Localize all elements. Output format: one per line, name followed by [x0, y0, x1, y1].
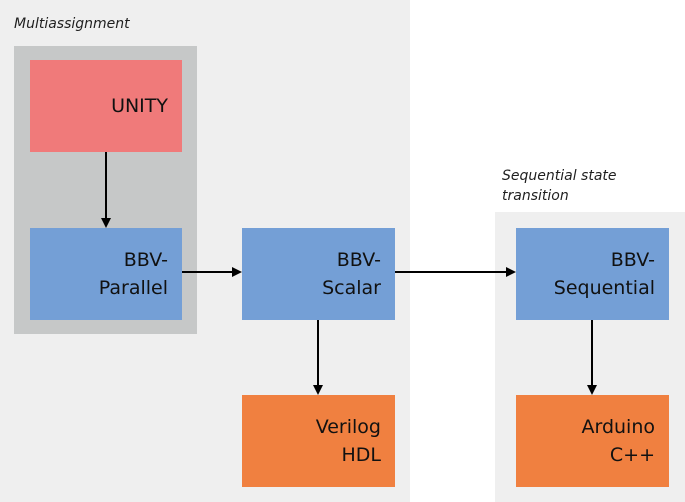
bbv-sequential-label-line2: Sequential: [553, 277, 655, 299]
arduino-cpp-node: Arduino C++: [516, 395, 669, 487]
bbv-parallel-label-line1: BBV-: [123, 249, 168, 271]
unity-node: UNITY: [30, 60, 182, 152]
bbv-scalar-label-line2: Scalar: [322, 277, 381, 299]
verilog-hdl-label-line2: HDL: [341, 444, 381, 466]
verilog-hdl-node: Verilog HDL: [242, 395, 395, 487]
verilog-hdl-label-line1: Verilog: [315, 416, 381, 438]
arduino-cpp-label-line1: Arduino: [581, 416, 655, 438]
bbv-parallel-label-line2: Parallel: [98, 277, 168, 299]
bbv-parallel-node: BBV- Parallel: [30, 228, 182, 320]
bbv-scalar-node: BBV- Scalar: [242, 228, 395, 320]
bbv-sequential-label-line1: BBV-: [610, 249, 655, 271]
unity-node-label: UNITY: [111, 95, 168, 117]
sequential-state-transition-caption: Sequential state transition: [502, 168, 617, 204]
bbv-sequential-node: BBV- Sequential: [516, 228, 669, 320]
bbv-scalar-label-line1: BBV-: [336, 249, 381, 271]
arduino-cpp-label-line2: C++: [609, 444, 655, 466]
multiassignment-caption: Multiassignment: [14, 16, 130, 32]
